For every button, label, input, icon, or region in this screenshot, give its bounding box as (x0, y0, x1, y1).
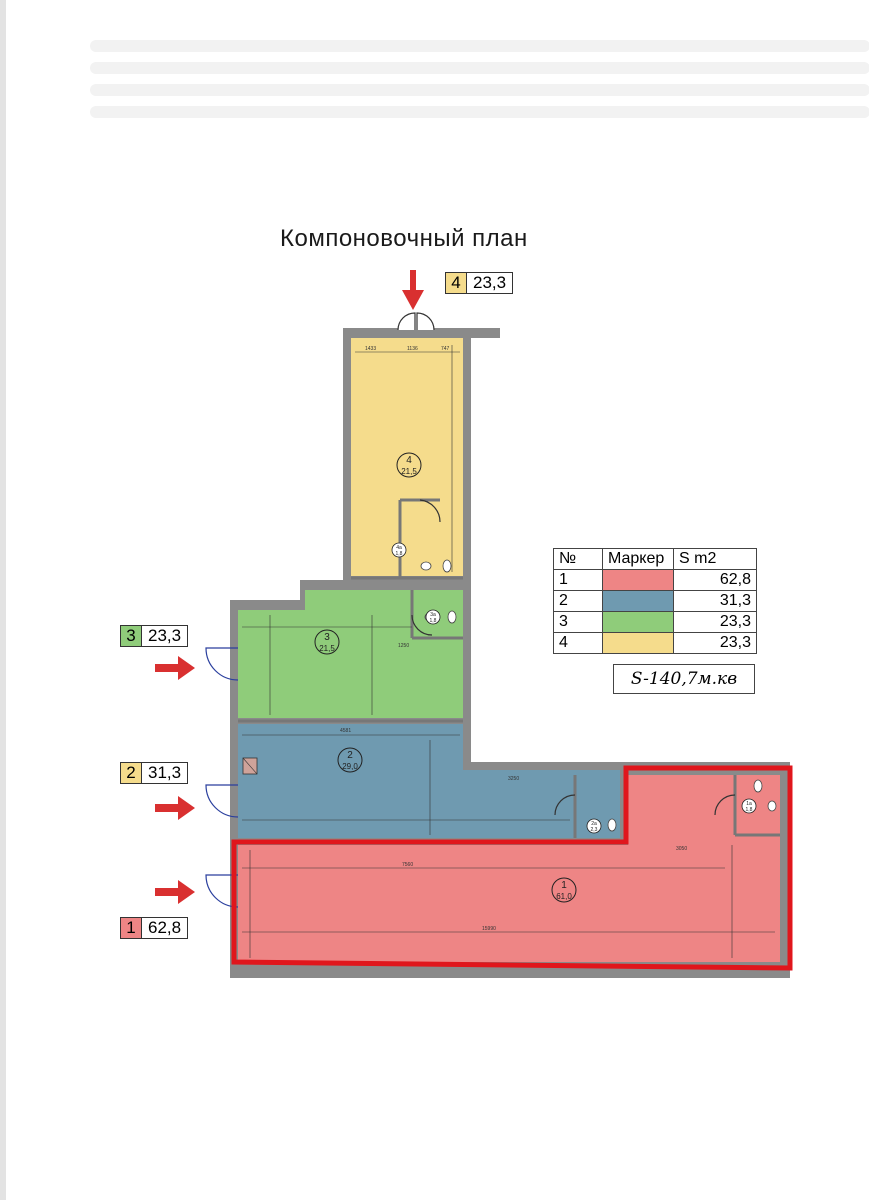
tag-room-4: 4 23,3 (445, 272, 514, 294)
legend-num: 2 (553, 590, 603, 612)
room-number: 3 (324, 632, 330, 643)
bath-id: 1а (746, 801, 752, 807)
faded-background-text (90, 30, 869, 150)
room-area: 21,5 (401, 467, 417, 476)
tag-area: 62,8 (142, 917, 189, 939)
tag-area: 23,3 (467, 272, 514, 294)
arrow-entrance-2 (155, 796, 195, 820)
room-area: 21,5 (319, 644, 335, 653)
entrance-arrows (155, 270, 424, 904)
legend-area: 31,3 (673, 590, 757, 612)
room-1-highlight (231, 765, 793, 971)
legend-area: 23,3 (673, 632, 757, 654)
arrow-top (402, 270, 424, 310)
tag-area: 23,3 (142, 625, 189, 647)
room-area: 61,0 (556, 892, 572, 901)
dim-label: 3250 (508, 776, 519, 782)
legend-num: 3 (553, 611, 603, 633)
dimension-labels: 1433 1136 747 4581 3250 1250 7560 3050 1… (340, 346, 687, 932)
legend-col-area: S m2 (673, 548, 757, 570)
tag-number: 3 (120, 625, 142, 647)
bath-area: 2,3 (591, 827, 598, 833)
room-number: 1 (561, 880, 567, 891)
legend-col-marker: Маркер (602, 548, 674, 570)
room-number: 2 (347, 750, 353, 761)
tag-room-1: 1 62,8 (120, 917, 189, 939)
arrow-entrance-1 (155, 880, 195, 904)
dim-label: 7560 (402, 862, 413, 868)
bath-labels: 4а 1,8 3а 1,8 2а 2,3 1а 1,8 (396, 545, 753, 833)
bath-area: 1,8 (746, 807, 753, 813)
bath-markers (391, 542, 757, 834)
room-2-fill (238, 724, 620, 838)
bath-id: 2а (591, 821, 597, 827)
bath-id: 3а (430, 612, 436, 618)
bath-id: 4а (396, 545, 402, 551)
page-edge (0, 0, 6, 1200)
room-1-fill (238, 775, 780, 962)
tag-area: 31,3 (142, 762, 189, 784)
legend-table: № Маркер S m2 1 62,8 2 31,3 3 23,3 4 23,… (553, 548, 757, 654)
legend-area: 62,8 (673, 569, 757, 591)
dim-label: 1433 (365, 346, 376, 352)
tag-number: 4 (445, 272, 467, 294)
tag-room-2: 2 31,3 (120, 762, 189, 784)
legend-swatch (602, 611, 674, 633)
dim-label: 15990 (482, 926, 496, 932)
room-area: 29,0 (342, 762, 358, 771)
dim-label: 4581 (340, 728, 351, 734)
bath-area: 1,8 (430, 618, 437, 624)
room-labels: 4 21,5 3 21,5 2 29,0 1 61,0 (319, 455, 572, 901)
doors (205, 310, 736, 908)
tag-room-3: 3 23,3 (120, 625, 189, 647)
dimension-lines (242, 345, 775, 958)
dim-label: 1250 (398, 643, 409, 649)
legend-row: 2 31,3 (553, 590, 757, 612)
tag-number: 1 (120, 917, 142, 939)
legend-num: 1 (553, 569, 603, 591)
legend-row: 1 62,8 (553, 569, 757, 591)
legend-swatch (602, 590, 674, 612)
room-number: 4 (406, 455, 412, 466)
dim-label: 747 (441, 346, 450, 352)
arrow-entrance-3 (155, 656, 195, 680)
legend-num: 4 (553, 632, 603, 654)
dim-label: 3050 (676, 846, 687, 852)
total-area: S-140,7м.кв (613, 664, 755, 694)
legend-area: 23,3 (673, 611, 757, 633)
room-markers (314, 452, 577, 903)
room-4-fill (351, 338, 463, 576)
legend-col-num: № (553, 548, 603, 570)
legend-swatch (602, 569, 674, 591)
tag-number: 2 (120, 762, 142, 784)
room-3-fill (238, 590, 463, 718)
legend-row: 4 23,3 (553, 632, 757, 654)
legend-row: 3 23,3 (553, 611, 757, 633)
bath-area: 1,8 (396, 551, 403, 557)
legend-header: № Маркер S m2 (553, 548, 757, 570)
dim-label: 1136 (407, 346, 418, 352)
legend-swatch (602, 632, 674, 654)
plan-title: Компоновочный план (280, 225, 528, 252)
